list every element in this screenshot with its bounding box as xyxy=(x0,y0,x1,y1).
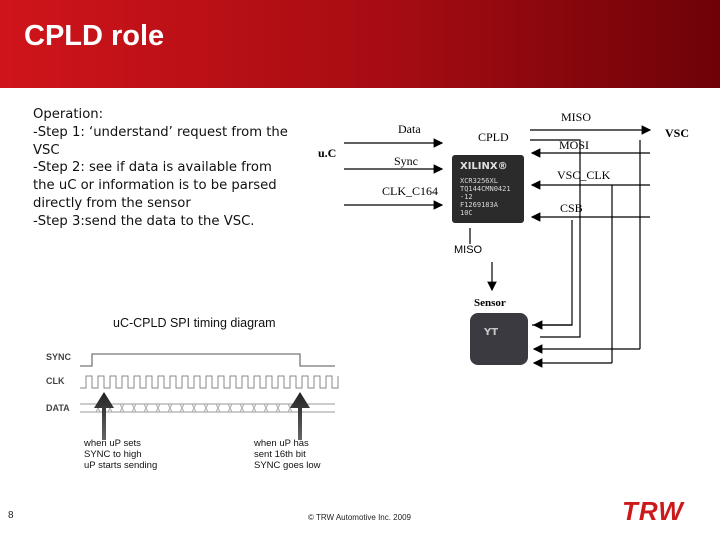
header-bar: CPLD role xyxy=(0,0,720,88)
sensor-part-label: YT xyxy=(484,327,499,338)
trw-logo: TRW xyxy=(622,496,684,526)
data-signal-label: Data xyxy=(398,122,421,136)
timing-sync-label: SYNC xyxy=(46,352,72,362)
data-transition-mark xyxy=(155,403,161,413)
copyright: © TRW Automotive Inc. 2009 xyxy=(308,513,411,522)
data-transition-mark xyxy=(215,403,221,413)
data-transition-mark xyxy=(131,403,137,413)
timing-note-right: when uP has sent 16th bit SYNC goes low xyxy=(254,438,321,471)
chip-logo: XILINX® xyxy=(460,161,508,172)
clk-c164-signal-label: CLK_C164 xyxy=(382,184,439,198)
timing-diagram-title: uC-CPLD SPI timing diagram xyxy=(113,316,276,330)
miso-top-signal-label: MISO xyxy=(561,110,592,124)
operation-step-2: -Step 2: see if data is available from t… xyxy=(33,160,281,211)
page-number: 8 xyxy=(8,510,14,521)
miso-bottom-signal-label: MISO xyxy=(454,244,483,256)
sensor-label: Sensor xyxy=(474,297,506,309)
left-up-arrow xyxy=(94,392,114,440)
data-transition-mark xyxy=(191,403,197,413)
data-transition-mark xyxy=(167,403,173,413)
data-transition-mark xyxy=(251,403,257,413)
timing-note-left: when uP sets SYNC to high uP starts send… xyxy=(84,438,158,471)
data-transition-mark xyxy=(143,403,149,413)
timing-clk-label: CLK xyxy=(46,376,65,386)
clk-waveform xyxy=(80,375,339,389)
uc-label: u.C xyxy=(318,146,337,160)
mosi-signal-label: MOSI xyxy=(559,138,590,152)
chip-marking: XCR3256XL TQ144CMN0421 -12 F1269183A 10C xyxy=(460,177,511,217)
csb-signal-label: CSB xyxy=(560,201,583,215)
vsc-clk-signal-label: VSC_CLK xyxy=(557,168,611,182)
data-transitions xyxy=(95,403,293,413)
right-up-arrow xyxy=(290,392,310,440)
sensor-line-1 xyxy=(530,139,581,338)
operation-step-3: -Step 3:send the data to the VSC. xyxy=(33,213,255,229)
sensor-image: YT xyxy=(470,313,528,365)
data-transition-mark xyxy=(239,403,245,413)
sync-signal-label: Sync xyxy=(394,154,418,168)
data-transition-mark xyxy=(203,403,209,413)
timing-data-label: DATA xyxy=(46,403,70,413)
data-transition-mark xyxy=(119,403,125,413)
cpld-chip-image: XILINX® XCR3256XL TQ144CMN0421 -12 F1269… xyxy=(452,155,524,223)
vsc-label: VSC xyxy=(665,126,690,140)
data-transition-mark xyxy=(275,403,281,413)
operation-step-1: -Step 1: ‘understand’ request from the V… xyxy=(33,124,293,158)
data-transition-mark xyxy=(227,403,233,413)
page-title: CPLD role xyxy=(24,20,165,52)
sync-waveform xyxy=(80,353,335,367)
operation-description: Operation: -Step 1: ‘understand’ request… xyxy=(33,106,295,231)
data-transition-mark xyxy=(263,403,269,413)
data-transition-mark xyxy=(179,403,185,413)
operation-heading: Operation: xyxy=(33,107,104,122)
cpld-label: CPLD xyxy=(478,130,509,144)
